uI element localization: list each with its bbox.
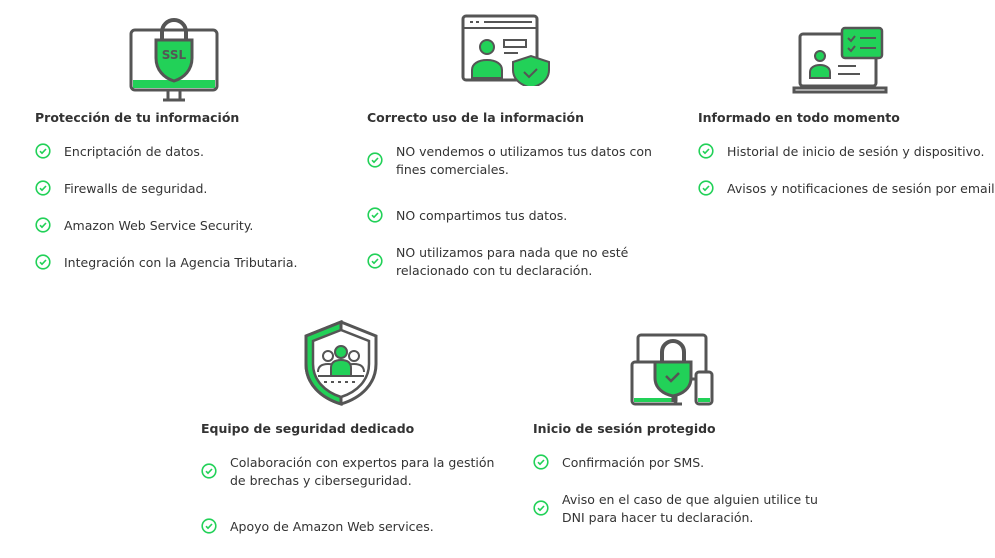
list-item: NO utilizamos para nada que no esté rela… [367, 244, 677, 289]
list-item: Aviso en el caso de que alguien utilice … [533, 491, 843, 536]
check-circle-icon [533, 454, 549, 470]
list-item: Confirmación por SMS. [533, 454, 843, 472]
list-item: Amazon Web Service Security. [35, 217, 345, 235]
check-circle-icon [35, 217, 51, 233]
section-title: Inicio de sesión protegido [533, 421, 716, 436]
section-title: Equipo de seguridad dedicado [201, 421, 415, 436]
list-item: Integración con la Agencia Tributaria. [35, 254, 345, 272]
list-item: Avisos y notificaciones de sesión por em… [698, 180, 995, 198]
list-item: NO compartimos tus datos. [367, 207, 677, 225]
team-shield-icon [302, 319, 380, 410]
check-circle-icon [367, 253, 383, 269]
check-circle-icon [698, 143, 714, 159]
check-circle-icon [201, 463, 217, 479]
ssl-monitor-icon: SSL [128, 18, 220, 106]
list-item: NO vendemos o utilizamos tus datos con f… [367, 143, 677, 188]
feature-list: NO vendemos o utilizamos tus datos con f… [367, 143, 677, 308]
list-item: Historial de inicio de sesión y disposit… [698, 143, 995, 161]
check-circle-icon [367, 207, 383, 223]
svg-text:SSL: SSL [162, 48, 187, 62]
feature-list: Encriptación de datos. Firewalls de segu… [35, 143, 345, 291]
user-profile-shield-icon [460, 14, 552, 90]
check-circle-icon [367, 152, 383, 168]
check-circle-icon [201, 518, 217, 534]
list-item: Encriptación de datos. [35, 143, 345, 161]
section-title: Correcto uso de la información [367, 110, 585, 125]
devices-lock-icon [630, 332, 716, 412]
feature-list: Colaboración con expertos para la gestió… [201, 454, 511, 555]
list-item: Colaboración con expertos para la gestió… [201, 454, 511, 499]
list-item: Apoyo de Amazon Web services. [201, 518, 511, 536]
check-circle-icon [35, 254, 51, 270]
feature-list: Confirmación por SMS. Aviso en el caso d… [533, 454, 843, 555]
list-item: Firewalls de seguridad. [35, 180, 345, 198]
check-circle-icon [533, 500, 549, 516]
section-title: Informado en todo momento [698, 110, 900, 125]
section-title: Protección de tu información [35, 110, 240, 125]
laptop-notification-icon [792, 26, 888, 102]
check-circle-icon [35, 143, 51, 159]
feature-list: Historial de inicio de sesión y disposit… [698, 143, 995, 217]
check-circle-icon [698, 180, 714, 196]
check-circle-icon [35, 180, 51, 196]
